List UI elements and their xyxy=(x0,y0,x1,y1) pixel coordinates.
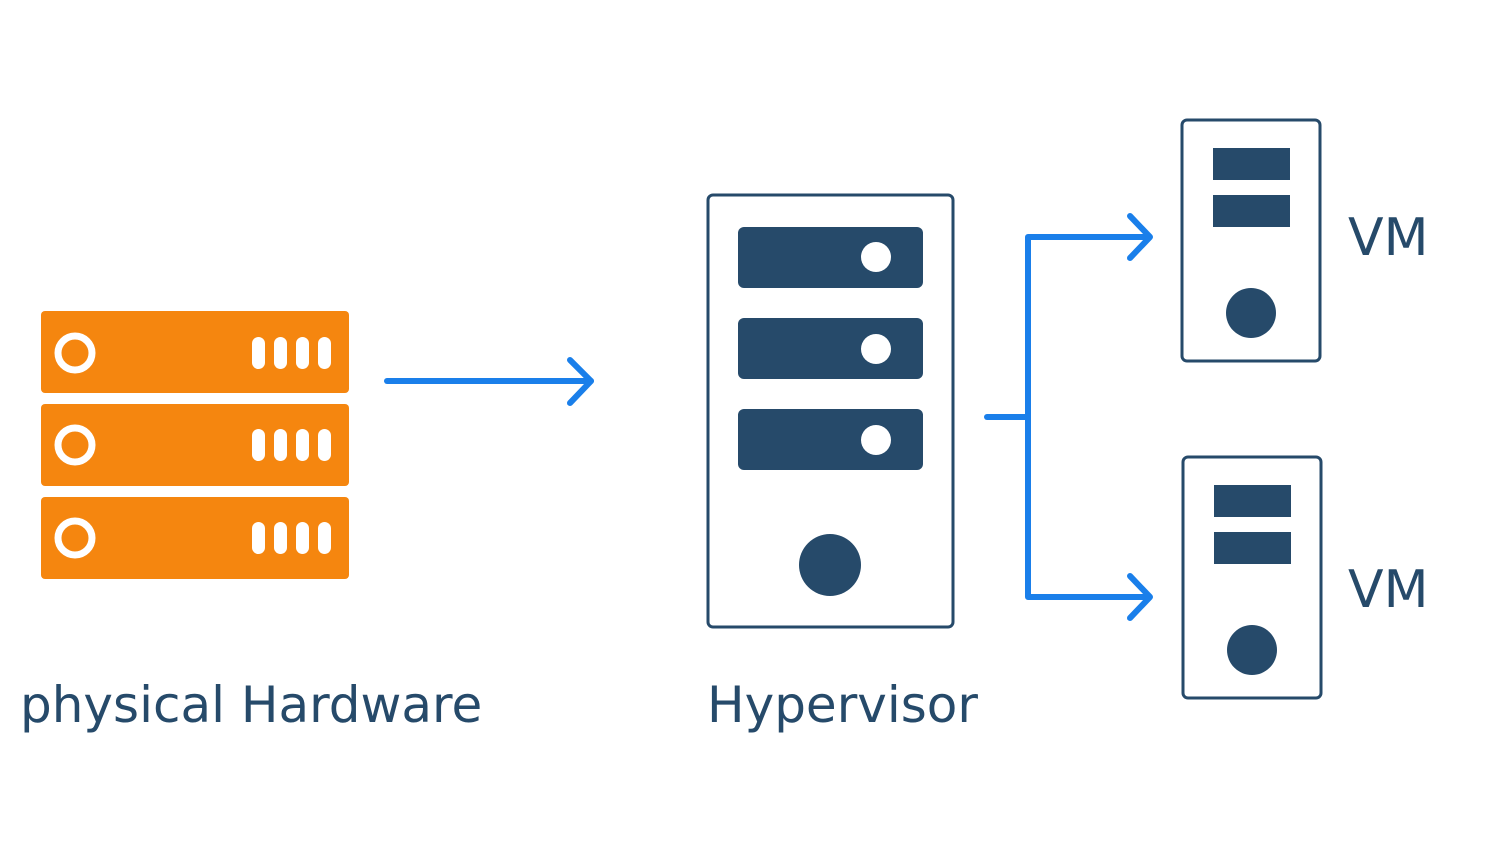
server-rack-icon xyxy=(41,311,349,579)
vm-label: VM xyxy=(1348,208,1429,268)
physical-hardware-label: physical Hardware xyxy=(20,676,483,734)
rack-unit xyxy=(41,497,349,579)
arrow-hypervisor-to-vms xyxy=(984,213,1153,621)
rack-unit xyxy=(41,404,349,486)
vm-label: VM xyxy=(1348,560,1429,620)
tower-server-icon xyxy=(1180,118,1322,363)
tower-server-icon xyxy=(1181,455,1323,700)
hypervisor-label: Hypervisor xyxy=(707,676,978,734)
tower-server-icon xyxy=(706,193,955,629)
arrow-hardware-to-hypervisor xyxy=(384,357,594,406)
rack-unit xyxy=(41,311,349,393)
